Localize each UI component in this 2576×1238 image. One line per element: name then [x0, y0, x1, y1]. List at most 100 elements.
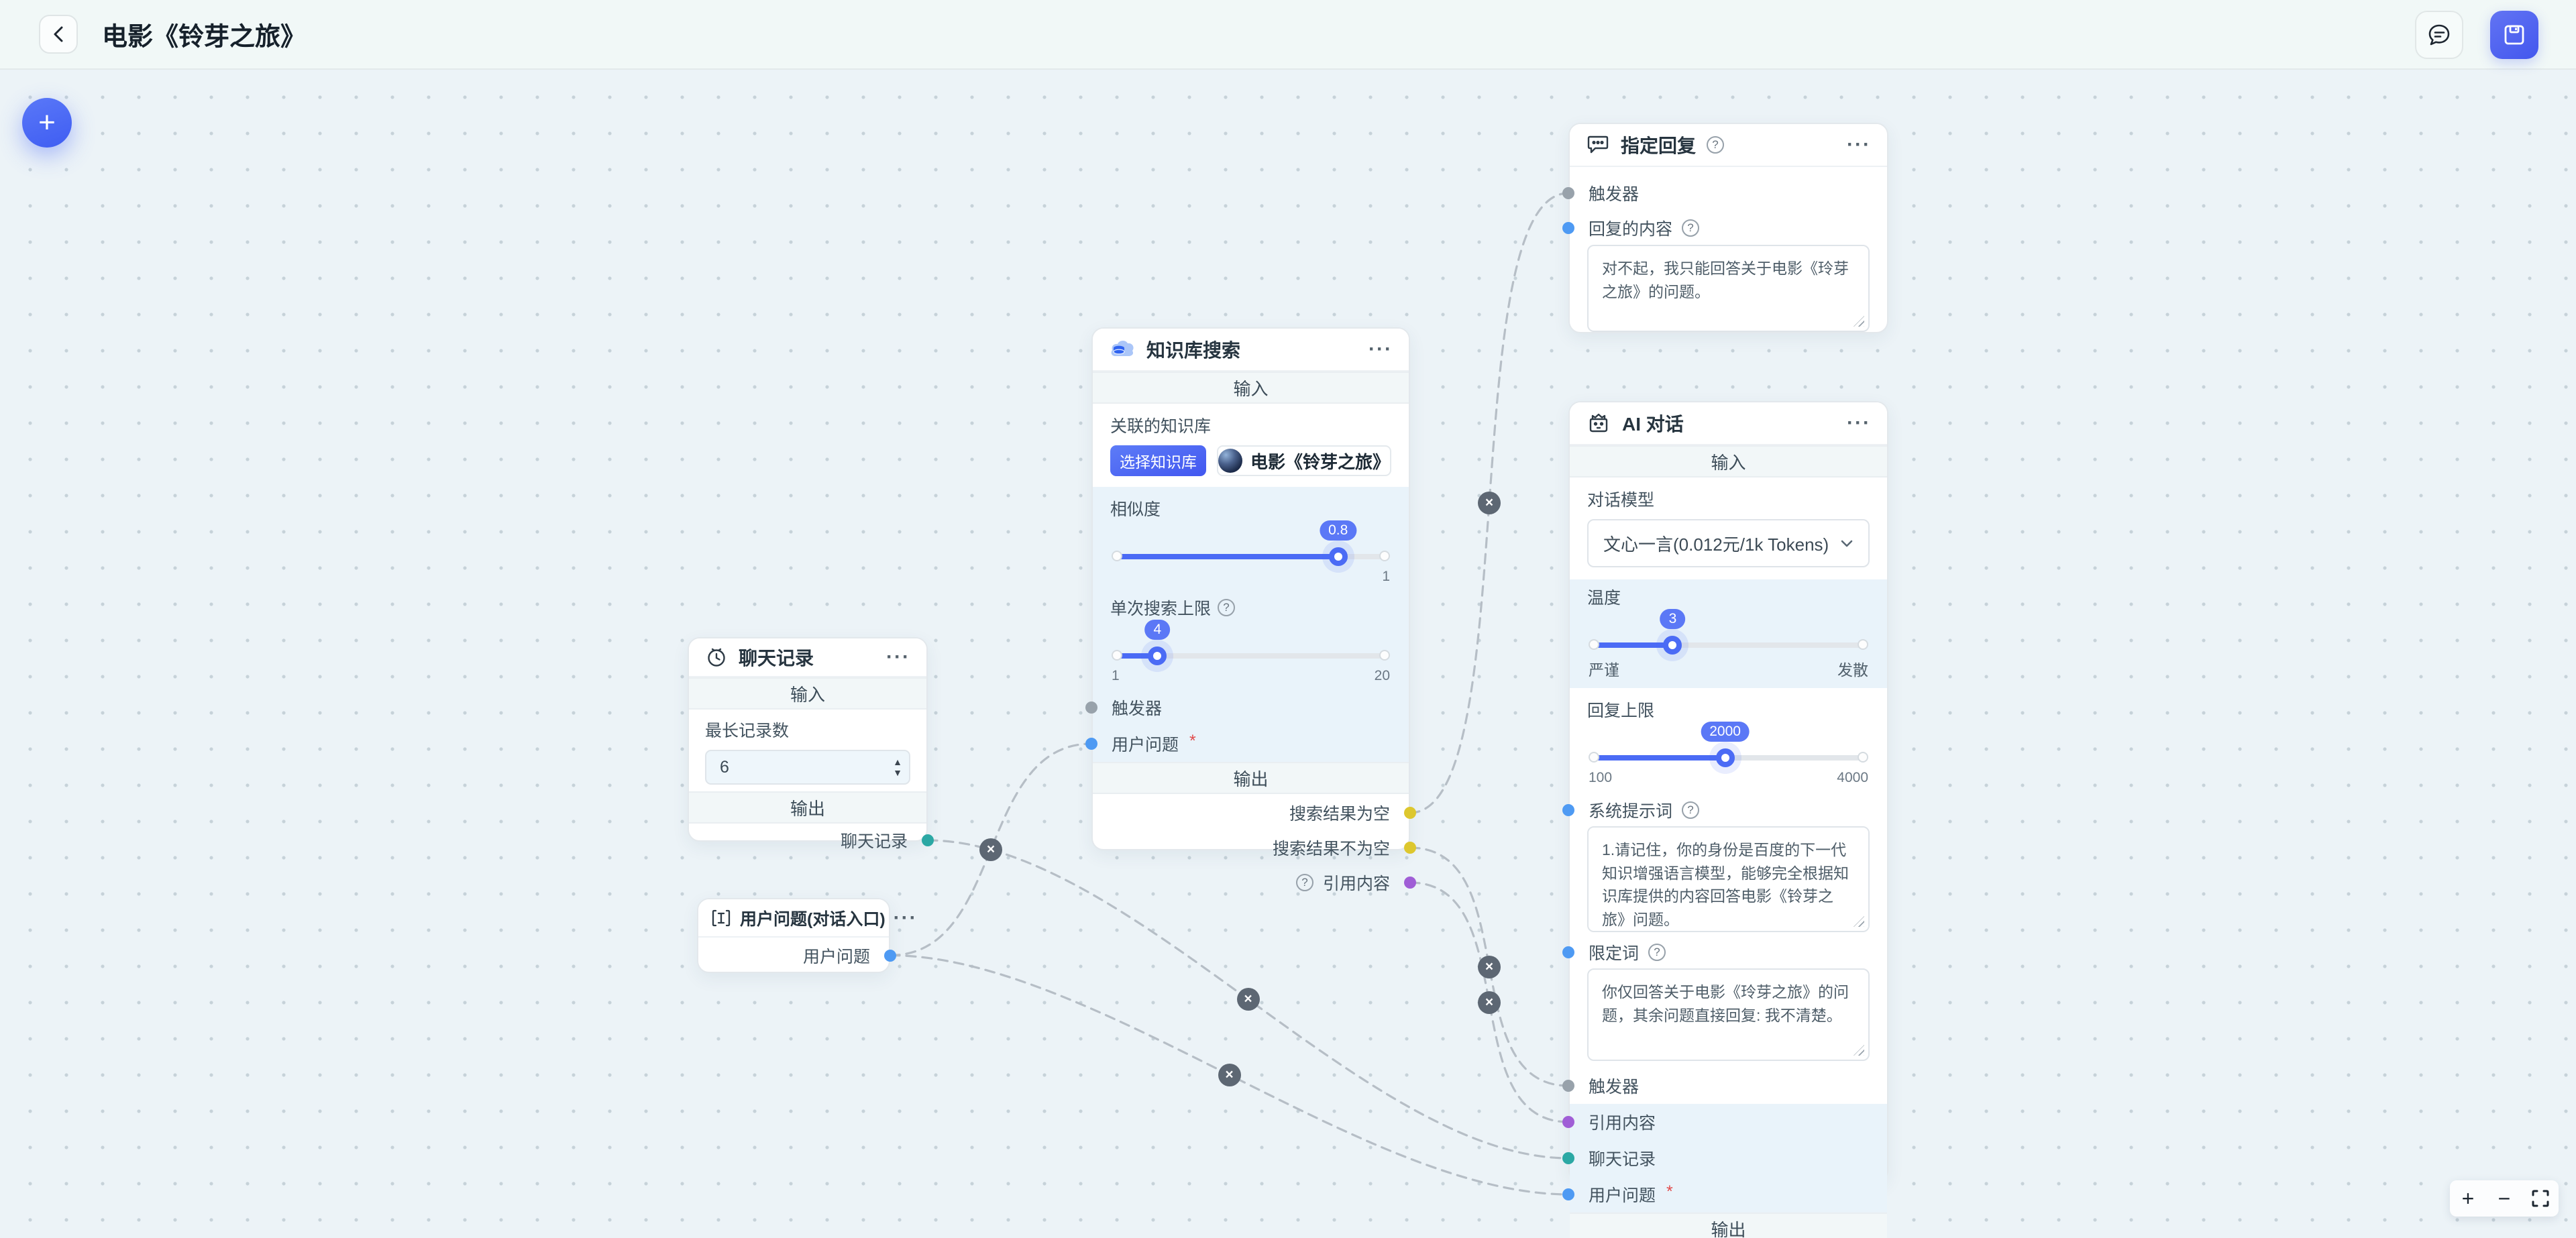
temperature-slider-thumb[interactable]	[1663, 636, 1682, 655]
edge-delete-button[interactable]: ×	[1478, 991, 1501, 1014]
help-icon[interactable]	[1682, 801, 1700, 819]
temperature-value-badge: 3	[1660, 609, 1686, 629]
edge-connection[interactable]	[1409, 192, 1570, 814]
search-limit-slider-thumb[interactable]	[1148, 646, 1167, 665]
search-limit-slider[interactable]: 4	[1112, 620, 1390, 665]
similarity-slider-thumb[interactable]	[1328, 547, 1348, 566]
more-menu-icon[interactable]	[894, 907, 918, 930]
knowledge-base-icon	[1109, 337, 1136, 361]
help-icon[interactable]	[1648, 944, 1666, 961]
output-band: 输出	[1093, 762, 1409, 794]
help-icon[interactable]	[1218, 599, 1236, 616]
search-limit-value-badge: 4	[1144, 620, 1171, 640]
node-fixed-reply[interactable]: 指定回复 触发器 回复的内容 对不起，我只能回答关于电影《玲芽之旅》的问题。	[1562, 123, 1888, 333]
kb-chip[interactable]: 电影《铃芽之旅》	[1216, 445, 1391, 476]
input-row-quote: 引用内容	[1562, 1104, 1887, 1140]
plus-icon: +	[38, 106, 56, 139]
select-kb-button[interactable]: 选择知识库	[1110, 445, 1206, 476]
output-row-not-empty: 搜索结果不为空	[1093, 830, 1416, 865]
node-kb-search[interactable]: 知识库搜索 输入 关联的知识库 选择知识库 电影《铃芽之旅》 相似度	[1085, 327, 1416, 893]
temperature-label: 温度	[1587, 589, 1621, 608]
help-icon[interactable]	[1682, 219, 1700, 237]
reply-bubble-icon	[1586, 133, 1610, 156]
node-title: 聊天记录	[739, 648, 814, 669]
output-row-chat-history: 聊天记录	[689, 824, 934, 857]
reply-limit-slider[interactable]: 2000	[1589, 722, 1868, 767]
zoom-out-button[interactable]: −	[2498, 1186, 2511, 1211]
node-ai-chat[interactable]: AI 对话 输入 对话模型 文心一言(0.012元/1k Tokens) 温度	[1562, 401, 1888, 1238]
model-value: 文心一言(0.012元/1k Tokens)	[1603, 534, 1829, 555]
model-label: 对话模型	[1587, 491, 1655, 510]
output-row-quote: 引用内容	[1093, 865, 1416, 900]
port-kb-user-question-in[interactable]	[1085, 738, 1097, 750]
edge-delete-button[interactable]: ×	[1218, 1063, 1241, 1086]
output-row-user-question: 用户问题	[698, 938, 896, 973]
port-ai-quote-in[interactable]	[1562, 1116, 1574, 1128]
input-row-trigger: 触发器	[1562, 1068, 1887, 1104]
port-user-question-out[interactable]	[884, 949, 896, 962]
port-kb-trigger-in[interactable]	[1085, 701, 1097, 714]
comments-button[interactable]	[2415, 11, 2463, 59]
port-kb-empty-out[interactable]	[1404, 807, 1416, 819]
output-band: 输出	[1570, 1213, 1887, 1238]
output-row-empty: 搜索结果为空	[1093, 795, 1416, 830]
input-row-chat-history: 聊天记录	[1562, 1140, 1887, 1176]
port-kb-quote-out[interactable]	[1404, 877, 1416, 889]
port-ai-user-question-in[interactable]	[1562, 1188, 1574, 1200]
flow-canvas[interactable]: + + − 聊天记录 输入 最长记录数	[0, 70, 2576, 1238]
port-reply-content-in[interactable]	[1562, 222, 1574, 234]
port-ai-trigger-in[interactable]	[1562, 1080, 1574, 1092]
port-chat-history-out[interactable]	[922, 834, 934, 846]
input-row-trigger: 触发器	[1562, 175, 1887, 211]
node-user-question[interactable]: 用户问题(对话入口) 用户问题	[697, 898, 896, 973]
input-row-content: 回复的内容	[1562, 211, 1887, 245]
node-title: AI 对话	[1622, 414, 1684, 435]
node-chat-history[interactable]: 聊天记录 输入 最长记录数 6 ▲▼ 输出 聊天记录	[688, 637, 934, 851]
edge-connection[interactable]	[1409, 881, 1570, 1123]
stepper-arrows-icon[interactable]: ▲▼	[893, 756, 902, 778]
max-records-input[interactable]: 6 ▲▼	[705, 750, 910, 785]
node-title: 指定回复	[1621, 135, 1697, 156]
edge-delete-button[interactable]: ×	[1478, 955, 1501, 978]
zoom-in-button[interactable]: +	[2461, 1186, 2475, 1211]
chevron-down-icon	[1840, 539, 1854, 548]
edge-delete-button[interactable]: ×	[1478, 492, 1501, 514]
help-icon[interactable]	[1295, 874, 1313, 891]
model-select[interactable]: 文心一言(0.012元/1k Tokens)	[1587, 519, 1870, 567]
similarity-max-label: 1	[1382, 569, 1390, 584]
edge-connection[interactable]	[1409, 846, 1570, 1087]
reply-limit-value-badge: 2000	[1701, 722, 1750, 742]
edge-delete-button[interactable]: ×	[1236, 988, 1260, 1011]
port-ai-qualifier-in[interactable]	[1562, 946, 1574, 958]
qualifier-textarea[interactable]: 你仅回答关于电影《玲芽之旅》的问题，其余问题直接回复: 我不清楚。	[1587, 968, 1870, 1061]
temperature-slider[interactable]: 3	[1589, 609, 1868, 655]
input-row-qualifier: 限定词	[1562, 936, 1887, 968]
more-menu-icon[interactable]	[1847, 133, 1871, 156]
assoc-kb-label: 关联的知识库	[1110, 417, 1212, 436]
save-button[interactable]	[2490, 11, 2538, 59]
reply-limit-slider-thumb[interactable]	[1715, 748, 1735, 767]
fit-view-button[interactable]	[2526, 1182, 2555, 1215]
save-icon	[2502, 22, 2527, 48]
search-limit-label: 单次搜索上限	[1110, 596, 1391, 620]
more-menu-icon[interactable]	[1368, 338, 1393, 361]
port-ai-chat-history-in[interactable]	[1562, 1152, 1574, 1164]
more-menu-icon[interactable]	[1847, 412, 1871, 435]
back-button[interactable]	[39, 15, 78, 54]
max-records-label: 最长记录数	[705, 722, 790, 740]
similarity-slider[interactable]: 0.8	[1112, 520, 1390, 566]
help-icon[interactable]	[1707, 136, 1725, 154]
kb-poster-avatar	[1218, 449, 1242, 473]
text-input-icon	[710, 908, 732, 928]
port-ai-sys-in[interactable]	[1562, 804, 1574, 816]
port-reply-trigger-in[interactable]	[1562, 187, 1574, 199]
more-menu-icon[interactable]	[886, 646, 910, 669]
input-band: 输入	[1093, 372, 1409, 404]
sys-prompt-textarea[interactable]: 1.请记住，你的身份是百度的下一代知识增强语言模型，能够完全根据知识库提供的内容…	[1587, 826, 1870, 932]
port-kb-not-empty-out[interactable]	[1404, 842, 1416, 854]
edge-delete-button[interactable]: ×	[979, 838, 1002, 861]
node-title: 用户问题(对话入口)	[740, 909, 885, 929]
reply-content-textarea[interactable]: 对不起，我只能回答关于电影《玲芽之旅》的问题。	[1587, 245, 1870, 332]
add-node-button[interactable]: +	[22, 98, 72, 148]
